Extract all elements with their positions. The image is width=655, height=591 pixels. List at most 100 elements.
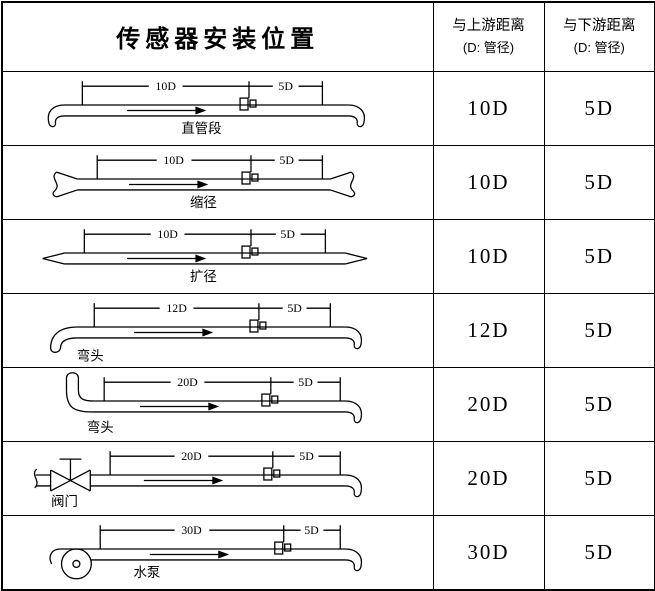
- table-row: 30D 5D 水泵 30D 5D: [1, 514, 655, 590]
- reducer-left-icon: [52, 170, 78, 197]
- upstream-distance-value: 10D: [432, 70, 545, 146]
- diagram-elbow-down: 12D 5D 弯头: [49, 301, 363, 363]
- diagram-label: 直管段: [181, 120, 221, 135]
- table-row: 12D 5D 弯头 12D 5D: [1, 292, 655, 368]
- diagram-elbow-up: 20D 5D 弯头: [65, 371, 363, 434]
- diagram-cell-reducer: 10D 5D 缩径: [1, 144, 434, 220]
- pipe: [90, 473, 346, 487]
- diagram-label: 弯头: [87, 418, 114, 434]
- dimension-upstream-label: 10D: [157, 227, 178, 241]
- sensor-icon: [241, 163, 259, 185]
- reducer-right-icon: [330, 170, 356, 197]
- pipe: [60, 547, 346, 561]
- pipe-bend-right-icon: [345, 325, 363, 349]
- diagram-reducer: 10D 5D 缩径: [52, 153, 356, 209]
- elbow-left-icon: [65, 389, 95, 413]
- dimension-leaders: [103, 386, 341, 401]
- dimension-upstream-label: 10D: [163, 153, 184, 167]
- pipe: [64, 251, 346, 265]
- expander-left-icon: [42, 251, 65, 265]
- downstream-distance-value: 5D: [543, 144, 655, 220]
- flow-arrow-icon: [126, 105, 207, 115]
- flow-arrow-icon: [139, 401, 220, 411]
- diagram-label: 弯头: [77, 347, 104, 363]
- diagram-expander: 10D 5D 扩径: [42, 227, 368, 283]
- dimension-upstream-label: 10D: [155, 79, 176, 93]
- diagram-label: 缩径: [190, 194, 217, 209]
- flow-arrow-icon: [133, 327, 214, 337]
- dimension-upstream-label: 20D: [177, 375, 198, 389]
- downstream-distance-value: 5D: [543, 218, 655, 294]
- pipe: [77, 325, 346, 339]
- pipe-bend-left-icon: [49, 547, 61, 564]
- dimension-upstream-label: 20D: [181, 449, 202, 463]
- dimension-downstream-label: 5D: [280, 227, 295, 241]
- diagram-straight-pipe: 10D 5D 直管段: [47, 79, 366, 135]
- dimension-leaders: [99, 534, 341, 549]
- upstream-distance-value: 12D: [432, 292, 545, 368]
- upstream-header-sub: (D: 管径): [462, 39, 515, 55]
- pipe: [92, 399, 346, 413]
- dimension-leaders: [81, 90, 324, 105]
- table-row: 20D 5D 弯头 20D 5D: [1, 366, 655, 442]
- pipe-bend-right-icon: [348, 103, 366, 127]
- downstream-header-sub: (D: 管径): [573, 39, 625, 55]
- dimension-downstream-label: 5D: [287, 301, 302, 315]
- dimension-downstream-label: 5D: [279, 153, 294, 167]
- upstream-distance-value: 20D: [432, 366, 545, 442]
- diagram-cell-elbow-up: 20D 5D 弯头: [1, 366, 434, 442]
- dimension-downstream-label: 5D: [278, 79, 293, 93]
- table-row: 10D 5D 扩径 10D 5D: [1, 218, 655, 294]
- dimension-leaders: [109, 460, 341, 475]
- dimension-leaders: [96, 164, 324, 179]
- table-row: 10D 5D 缩径 10D 5D: [1, 144, 655, 220]
- pipe: [77, 177, 331, 191]
- downstream-header-label: 与下游距离: [563, 18, 636, 35]
- downstream-distance-value: 5D: [543, 366, 655, 442]
- downstream-distance-value: 5D: [543, 70, 655, 146]
- valve-icon: [49, 458, 91, 491]
- sensor-icon: [241, 237, 259, 259]
- pipe-bend-right-icon: [345, 473, 363, 497]
- table-header-row: 传感器安装位置 与上游距离 (D: 管径) 与下游距离 (D: 管径): [1, 1, 655, 72]
- table-row: 10D 5D 直管段 10D 5D: [1, 70, 655, 146]
- diagram-valve: 20D 5D 阀门: [33, 449, 363, 508]
- dimension-downstream-label: 5D: [298, 375, 313, 389]
- downstream-distance-value: 5D: [543, 514, 655, 590]
- dimension-upstream-label: 12D: [166, 301, 187, 315]
- sensor-icon: [274, 533, 292, 555]
- table-row: 20D 5D 阀门 20D 5D: [1, 440, 655, 516]
- column-header-downstream: 与下游距离 (D: 管径): [543, 1, 655, 72]
- flow-arrow-icon: [126, 253, 207, 263]
- sensor-icon: [239, 89, 257, 111]
- expander-right-icon: [345, 251, 368, 265]
- page-title: 传感器安装位置: [1, 1, 434, 72]
- upstream-header-label: 与上游距离: [452, 18, 525, 35]
- dimension-leaders: [93, 312, 331, 327]
- elbow-left-icon: [49, 325, 78, 353]
- pipe: [64, 103, 349, 117]
- dimension-downstream-label: 5D: [299, 449, 314, 463]
- upstream-distance-value: 30D: [432, 514, 545, 590]
- pipe-bend-right-icon: [345, 399, 363, 423]
- pipe-stub: [35, 473, 51, 487]
- pipe-bend-left-icon: [47, 103, 65, 127]
- diagram-pump: 30D 5D 水泵: [49, 523, 363, 579]
- dimension-leaders: [83, 238, 327, 253]
- diagram-cell-elbow-down: 12D 5D 弯头: [1, 292, 434, 368]
- sensor-icon: [263, 459, 281, 481]
- diagram-cell-expander: 10D 5D 扩径: [1, 218, 434, 294]
- diagram-cell-straight-pipe: 10D 5D 直管段: [1, 70, 434, 146]
- pump-icon: [60, 547, 92, 579]
- upstream-distance-value: 20D: [432, 440, 545, 516]
- diagram-cell-valve: 20D 5D 阀门: [1, 440, 434, 516]
- flow-arrow-icon: [128, 179, 209, 189]
- downstream-distance-value: 5D: [543, 440, 655, 516]
- dimension-upstream-label: 30D: [181, 523, 202, 537]
- flow-arrow-icon: [149, 549, 230, 559]
- sensor-icon: [261, 385, 279, 407]
- pipe-break-icon: [33, 468, 38, 488]
- upstream-distance-value: 10D: [432, 218, 545, 294]
- diagram-label: 水泵: [133, 564, 160, 579]
